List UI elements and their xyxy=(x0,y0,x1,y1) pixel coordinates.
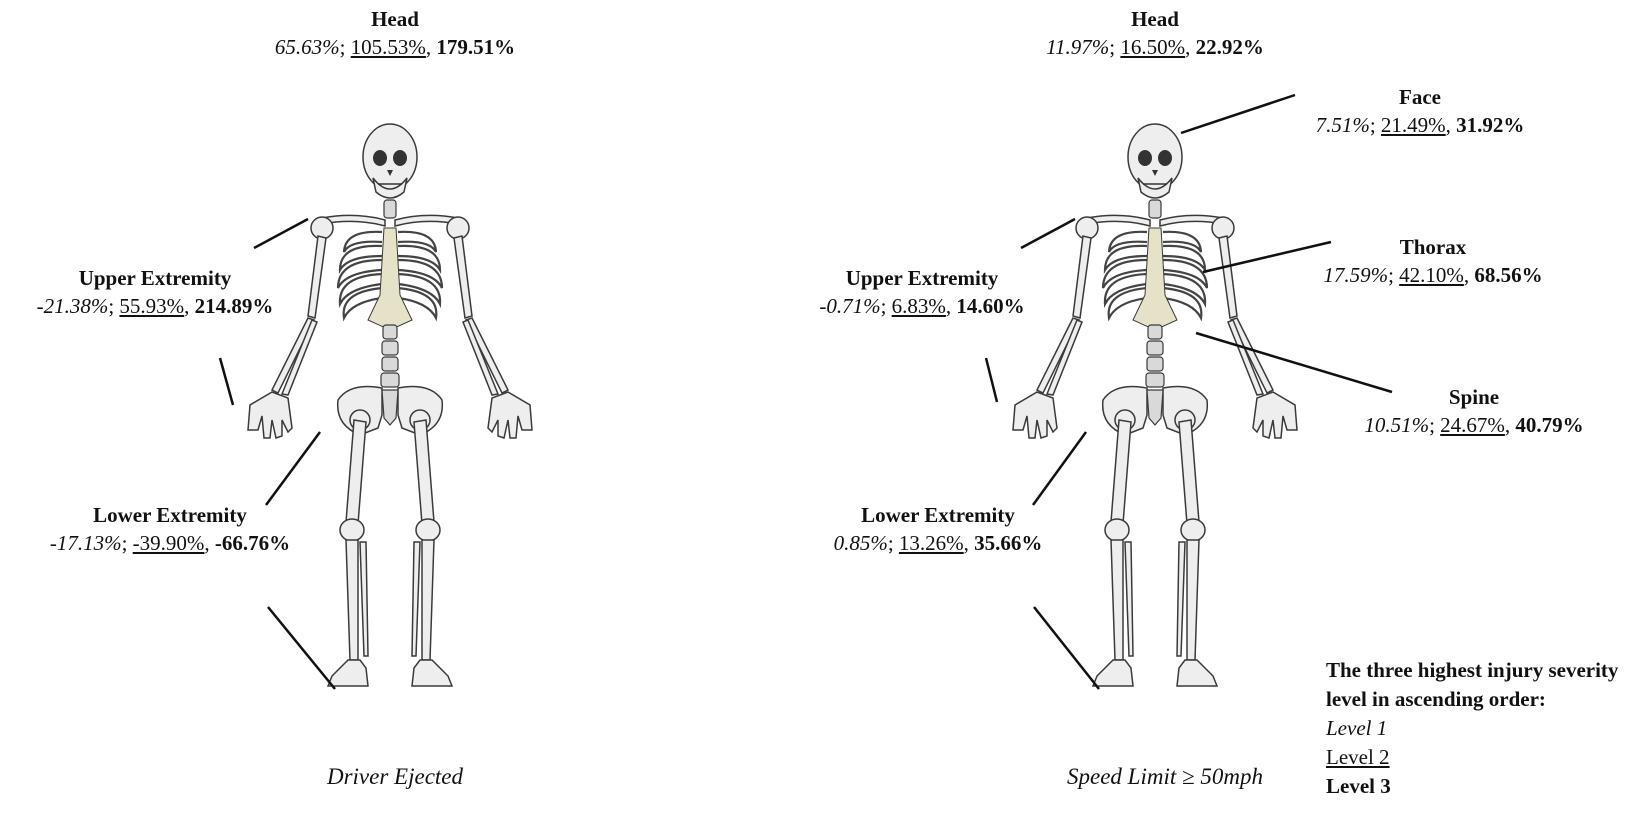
thorax-label: Thorax 17.59%; 42.10%, 68.56% xyxy=(1283,234,1583,289)
lower-extremity-level1-left: -17.13% xyxy=(50,531,122,555)
lower-extremity-label-right: Lower Extremity 0.85%; 13.26%, 35.66% xyxy=(783,502,1093,557)
leader-line-lower-top-left xyxy=(266,432,320,505)
lower-extremity-name-left: Lower Extremity xyxy=(15,502,325,529)
spine-level1: 10.51% xyxy=(1364,413,1429,437)
lower-extremity-level1-right: 0.85% xyxy=(834,531,888,555)
face-level3: 31.92% xyxy=(1456,113,1524,137)
upper-extremity-name-left: Upper Extremity xyxy=(0,265,310,292)
upper-extremity-level2-right: 6.83% xyxy=(892,294,946,318)
upper-extremity-level2-left: 55.93% xyxy=(119,294,184,318)
lower-extremity-level3-left: -66.76% xyxy=(215,531,290,555)
face-name: Face xyxy=(1270,84,1570,111)
head-label-right: Head 11.97%; 16.50%, 22.92% xyxy=(1000,6,1310,61)
lower-extremity-values-left: -17.13%; -39.90%, -66.76% xyxy=(15,529,325,557)
legend-level2: Level 2 xyxy=(1326,745,1390,769)
upper-extremity-name-right: Upper Extremity xyxy=(767,265,1077,292)
upper-extremity-values-left: -21.38%; 55.93%, 214.89% xyxy=(0,292,310,320)
lower-extremity-level2-right: 13.26% xyxy=(899,531,964,555)
leader-line-upper-top-right xyxy=(1021,219,1075,248)
head-name-left: Head xyxy=(240,6,550,33)
leader-line-lower-bottom-left xyxy=(268,607,335,689)
lower-extremity-level2-left: -39.90% xyxy=(133,531,205,555)
legend-title: The three highest injury severity level … xyxy=(1326,656,1626,714)
thorax-values: 17.59%; 42.10%, 68.56% xyxy=(1283,261,1583,289)
lower-extremity-level3-right: 35.66% xyxy=(974,531,1042,555)
face-values: 7.51%; 21.49%, 31.92% xyxy=(1270,111,1570,139)
leader-line-upper-bottom-left xyxy=(220,358,233,405)
thorax-level2: 42.10% xyxy=(1399,263,1464,287)
leader-line-upper-top-left xyxy=(254,219,308,248)
head-level2-right: 16.50% xyxy=(1120,35,1185,59)
lower-extremity-label-left: Lower Extremity -17.13%; -39.90%, -66.76… xyxy=(15,502,325,557)
head-level3-right: 22.92% xyxy=(1196,35,1264,59)
lower-extremity-values-right: 0.85%; 13.26%, 35.66% xyxy=(783,529,1093,557)
head-values-right: 11.97%; 16.50%, 22.92% xyxy=(1000,33,1310,61)
spine-level3: 40.79% xyxy=(1515,413,1583,437)
head-level1-left: 65.63% xyxy=(275,35,340,59)
thorax-level3: 68.56% xyxy=(1474,263,1542,287)
legend-level1: Level 1 xyxy=(1326,714,1626,743)
upper-extremity-level3-left: 214.89% xyxy=(195,294,274,318)
severity-legend: The three highest injury severity level … xyxy=(1326,656,1626,801)
thorax-name: Thorax xyxy=(1283,234,1583,261)
caption-right: Speed Limit ≥ 50mph xyxy=(1045,764,1285,790)
head-values-left: 65.63%; 105.53%, 179.51% xyxy=(240,33,550,61)
lower-extremity-name-right: Lower Extremity xyxy=(783,502,1093,529)
thorax-level1: 17.59% xyxy=(1323,263,1388,287)
skeleton-right xyxy=(1013,124,1297,686)
spine-level2: 24.67% xyxy=(1440,413,1505,437)
face-level2: 21.49% xyxy=(1381,113,1446,137)
spine-name: Spine xyxy=(1324,384,1624,411)
leader-line-lower-bottom-right xyxy=(1034,607,1099,689)
spine-values: 10.51%; 24.67%, 40.79% xyxy=(1324,411,1624,439)
upper-extremity-level1-right: -0.71% xyxy=(819,294,880,318)
upper-extremity-label-right: Upper Extremity -0.71%; 6.83%, 14.60% xyxy=(767,265,1077,320)
upper-extremity-values-right: -0.71%; 6.83%, 14.60% xyxy=(767,292,1077,320)
spine-label: Spine 10.51%; 24.67%, 40.79% xyxy=(1324,384,1624,439)
upper-extremity-level3-right: 14.60% xyxy=(956,294,1024,318)
head-label-left: Head 65.63%; 105.53%, 179.51% xyxy=(240,6,550,61)
skeleton-left xyxy=(248,124,532,686)
upper-extremity-label-left: Upper Extremity -21.38%; 55.93%, 214.89% xyxy=(0,265,310,320)
leader-line-upper-bottom-right xyxy=(986,358,997,402)
caption-left: Driver Ejected xyxy=(290,764,500,790)
head-level2-left: 105.53% xyxy=(351,35,426,59)
head-level3-left: 179.51% xyxy=(436,35,515,59)
legend-level3: Level 3 xyxy=(1326,772,1626,801)
upper-extremity-level1-left: -21.38% xyxy=(37,294,109,318)
leader-line-lower-top-right xyxy=(1033,432,1086,505)
head-name-right: Head xyxy=(1000,6,1310,33)
face-label: Face 7.51%; 21.49%, 31.92% xyxy=(1270,84,1570,139)
head-level1-right: 11.97% xyxy=(1046,35,1109,59)
face-level1: 7.51% xyxy=(1316,113,1370,137)
